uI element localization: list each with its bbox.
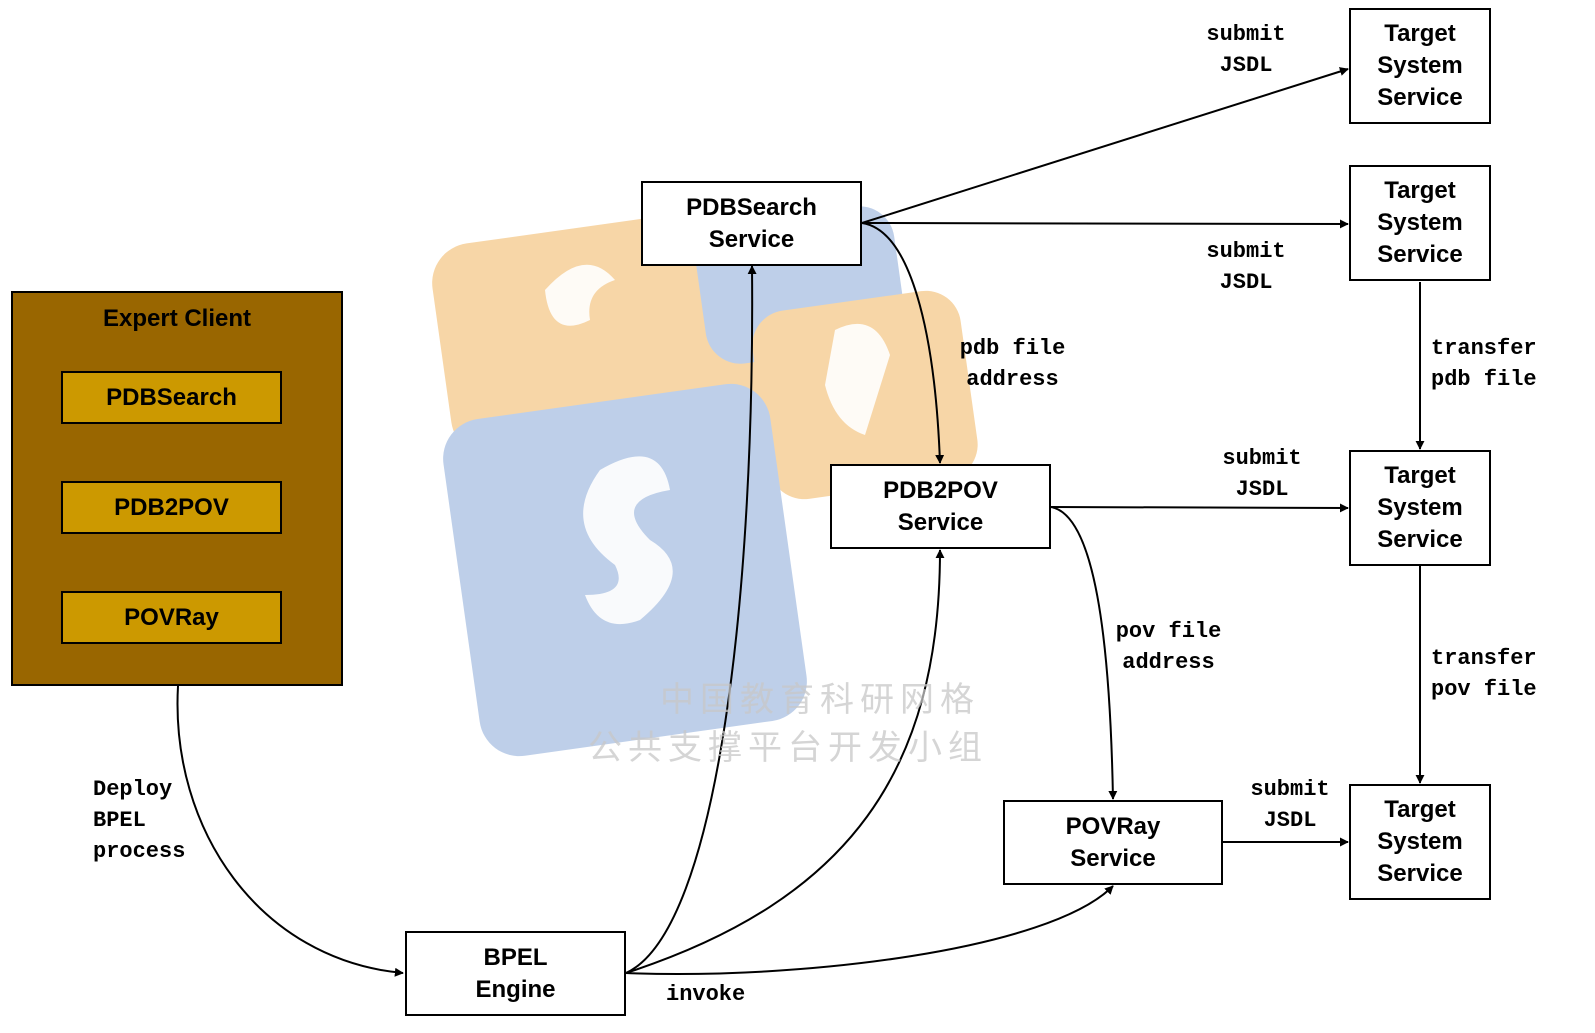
- target-system-service-2: Target System Service: [1349, 165, 1491, 281]
- povray-service-box: POVRay Service: [1003, 800, 1223, 885]
- arrow-pdb2pov-to-povray: [1050, 506, 1118, 800]
- label-transfer-pov-file: transfer pov file: [1431, 646, 1537, 702]
- arrow-pdbsearch-to-pdb2pov: [861, 222, 945, 464]
- bpel-engine-box: BPEL Engine: [405, 931, 626, 1016]
- label-submit-jsdl-3: submit JSDL: [1222, 446, 1302, 502]
- expert-client-title: Expert Client: [102, 305, 252, 332]
- label-submit-jsdl-1: submit JSDL: [1206, 22, 1286, 78]
- label-transfer-pdb-file: transfer pdb file: [1431, 336, 1537, 392]
- label-submit-jsdl-2: submit JSDL: [1206, 239, 1286, 295]
- label-pdb-file-address: pdb file address: [959, 336, 1066, 392]
- expert-client-panel: Expert Client PDBSearch PDB2POV POVRay: [11, 291, 343, 686]
- label-submit-jsdl-4: submit JSDL: [1250, 777, 1330, 833]
- target-system-service-1: Target System Service: [1349, 8, 1491, 124]
- target-system-service-3: Target System Service: [1349, 450, 1491, 566]
- arrow-pdb2pov-to-target3: [1050, 503, 1349, 513]
- pdb2pov-service-box: PDB2POV Service: [830, 464, 1051, 549]
- client-step-pdb2pov: PDB2POV: [61, 481, 282, 534]
- watermark-text-line1: 中国教育科研网格: [660, 680, 980, 720]
- arrow-client-to-bpel: [176, 685, 404, 977]
- label-deploy-bpel-process: Deploy BPEL process: [93, 777, 186, 864]
- watermark-text-line2: 公共支撑平台开发小组: [588, 728, 988, 768]
- client-step-povray: POVRay: [61, 591, 282, 644]
- label-pov-file-address: pov file address: [1115, 619, 1222, 675]
- arrow-bpel-to-pdbsearch: [625, 265, 757, 974]
- arrow-bpel-to-povray: [625, 885, 1114, 975]
- arrow-bpel-to-pdb2pov: [625, 549, 945, 974]
- client-step-pdbsearch: PDBSearch: [61, 371, 282, 424]
- arrow-pdbsearch-to-target2: [861, 219, 1349, 229]
- label-invoke: invoke: [666, 982, 746, 1007]
- pdbsearch-service-box: PDBSearch Service: [641, 181, 862, 266]
- arrow-pdbsearch-to-target1: [861, 67, 1349, 224]
- target-system-service-4: Target System Service: [1349, 784, 1491, 900]
